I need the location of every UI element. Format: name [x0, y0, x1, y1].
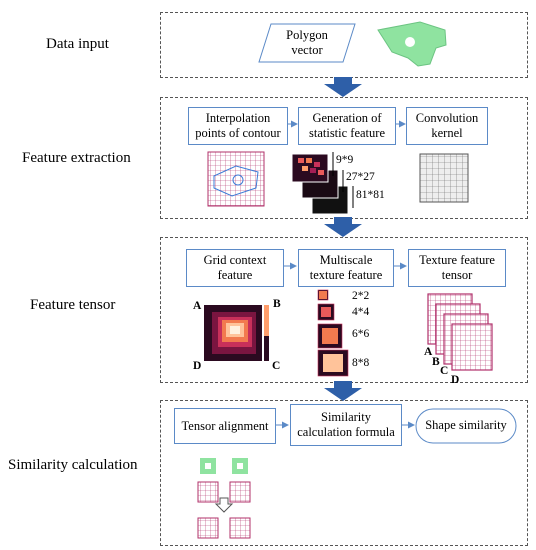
statistic-heatmap-stack [291, 152, 354, 215]
stage-label-data-input: Data input [46, 36, 109, 52]
convolution-kernel-box: Convolution kernel [406, 107, 488, 145]
stage-label-feature-tensor: Feature tensor [30, 297, 116, 313]
texture-scale-6: 6*6 [352, 328, 370, 340]
multiscale-texture-box: Multiscale texture feature [298, 249, 394, 287]
polygon-vector-label: Polygon vector [286, 28, 328, 57]
down-arrow-1 [324, 77, 362, 97]
scale-label-81: 81*81 [356, 189, 385, 201]
texture-tensor-box: Texture feature tensor [408, 249, 506, 287]
texture-scale-4: 4*4 [352, 306, 370, 318]
statistic-feature-box: Generation of statistic feature [298, 107, 396, 145]
scale-label-27: 27*27 [346, 171, 375, 183]
grid-context-heatmap [204, 305, 269, 361]
texture-scale-8: 8*8 [352, 357, 370, 369]
polygon-vector-shape [258, 23, 356, 63]
texture-tensor-stack [427, 293, 493, 371]
tensor-label-d: D [451, 374, 460, 386]
convolution-kernel-image [419, 153, 469, 203]
shape-similarity-box [415, 408, 517, 444]
stage-label-similarity-calculation: Similarity calculation [8, 457, 138, 473]
corner-label-b: B [273, 298, 281, 310]
down-arrow-2 [324, 217, 362, 237]
scale-label-9: 9*9 [336, 154, 354, 166]
corner-label-a: A [193, 300, 202, 312]
stage-label-feature-extraction: Feature extraction [22, 150, 131, 166]
corner-label-d: D [193, 360, 202, 372]
tensor-label-c: C [440, 365, 449, 377]
interpolation-grid-image [207, 151, 265, 207]
similarity-formula-box: Similarity calculation formula [290, 404, 402, 446]
tensor-label-b: B [432, 356, 440, 368]
tensor-alignment-box: Tensor alignment [174, 408, 276, 444]
shape-similarity-label: Shape similarity [425, 418, 507, 432]
grid-context-box: Grid context feature [186, 249, 284, 287]
polygon-shape-icon [377, 21, 447, 67]
corner-label-c: C [272, 360, 281, 372]
interpolation-points-box: Interpolation points of contour [188, 107, 288, 145]
down-arrow-3 [324, 381, 362, 401]
tensor-alignment-images [197, 458, 251, 539]
multiscale-texture-heatmaps [317, 289, 349, 377]
texture-scale-2: 2*2 [352, 290, 370, 302]
tensor-label-a: A [424, 346, 433, 358]
